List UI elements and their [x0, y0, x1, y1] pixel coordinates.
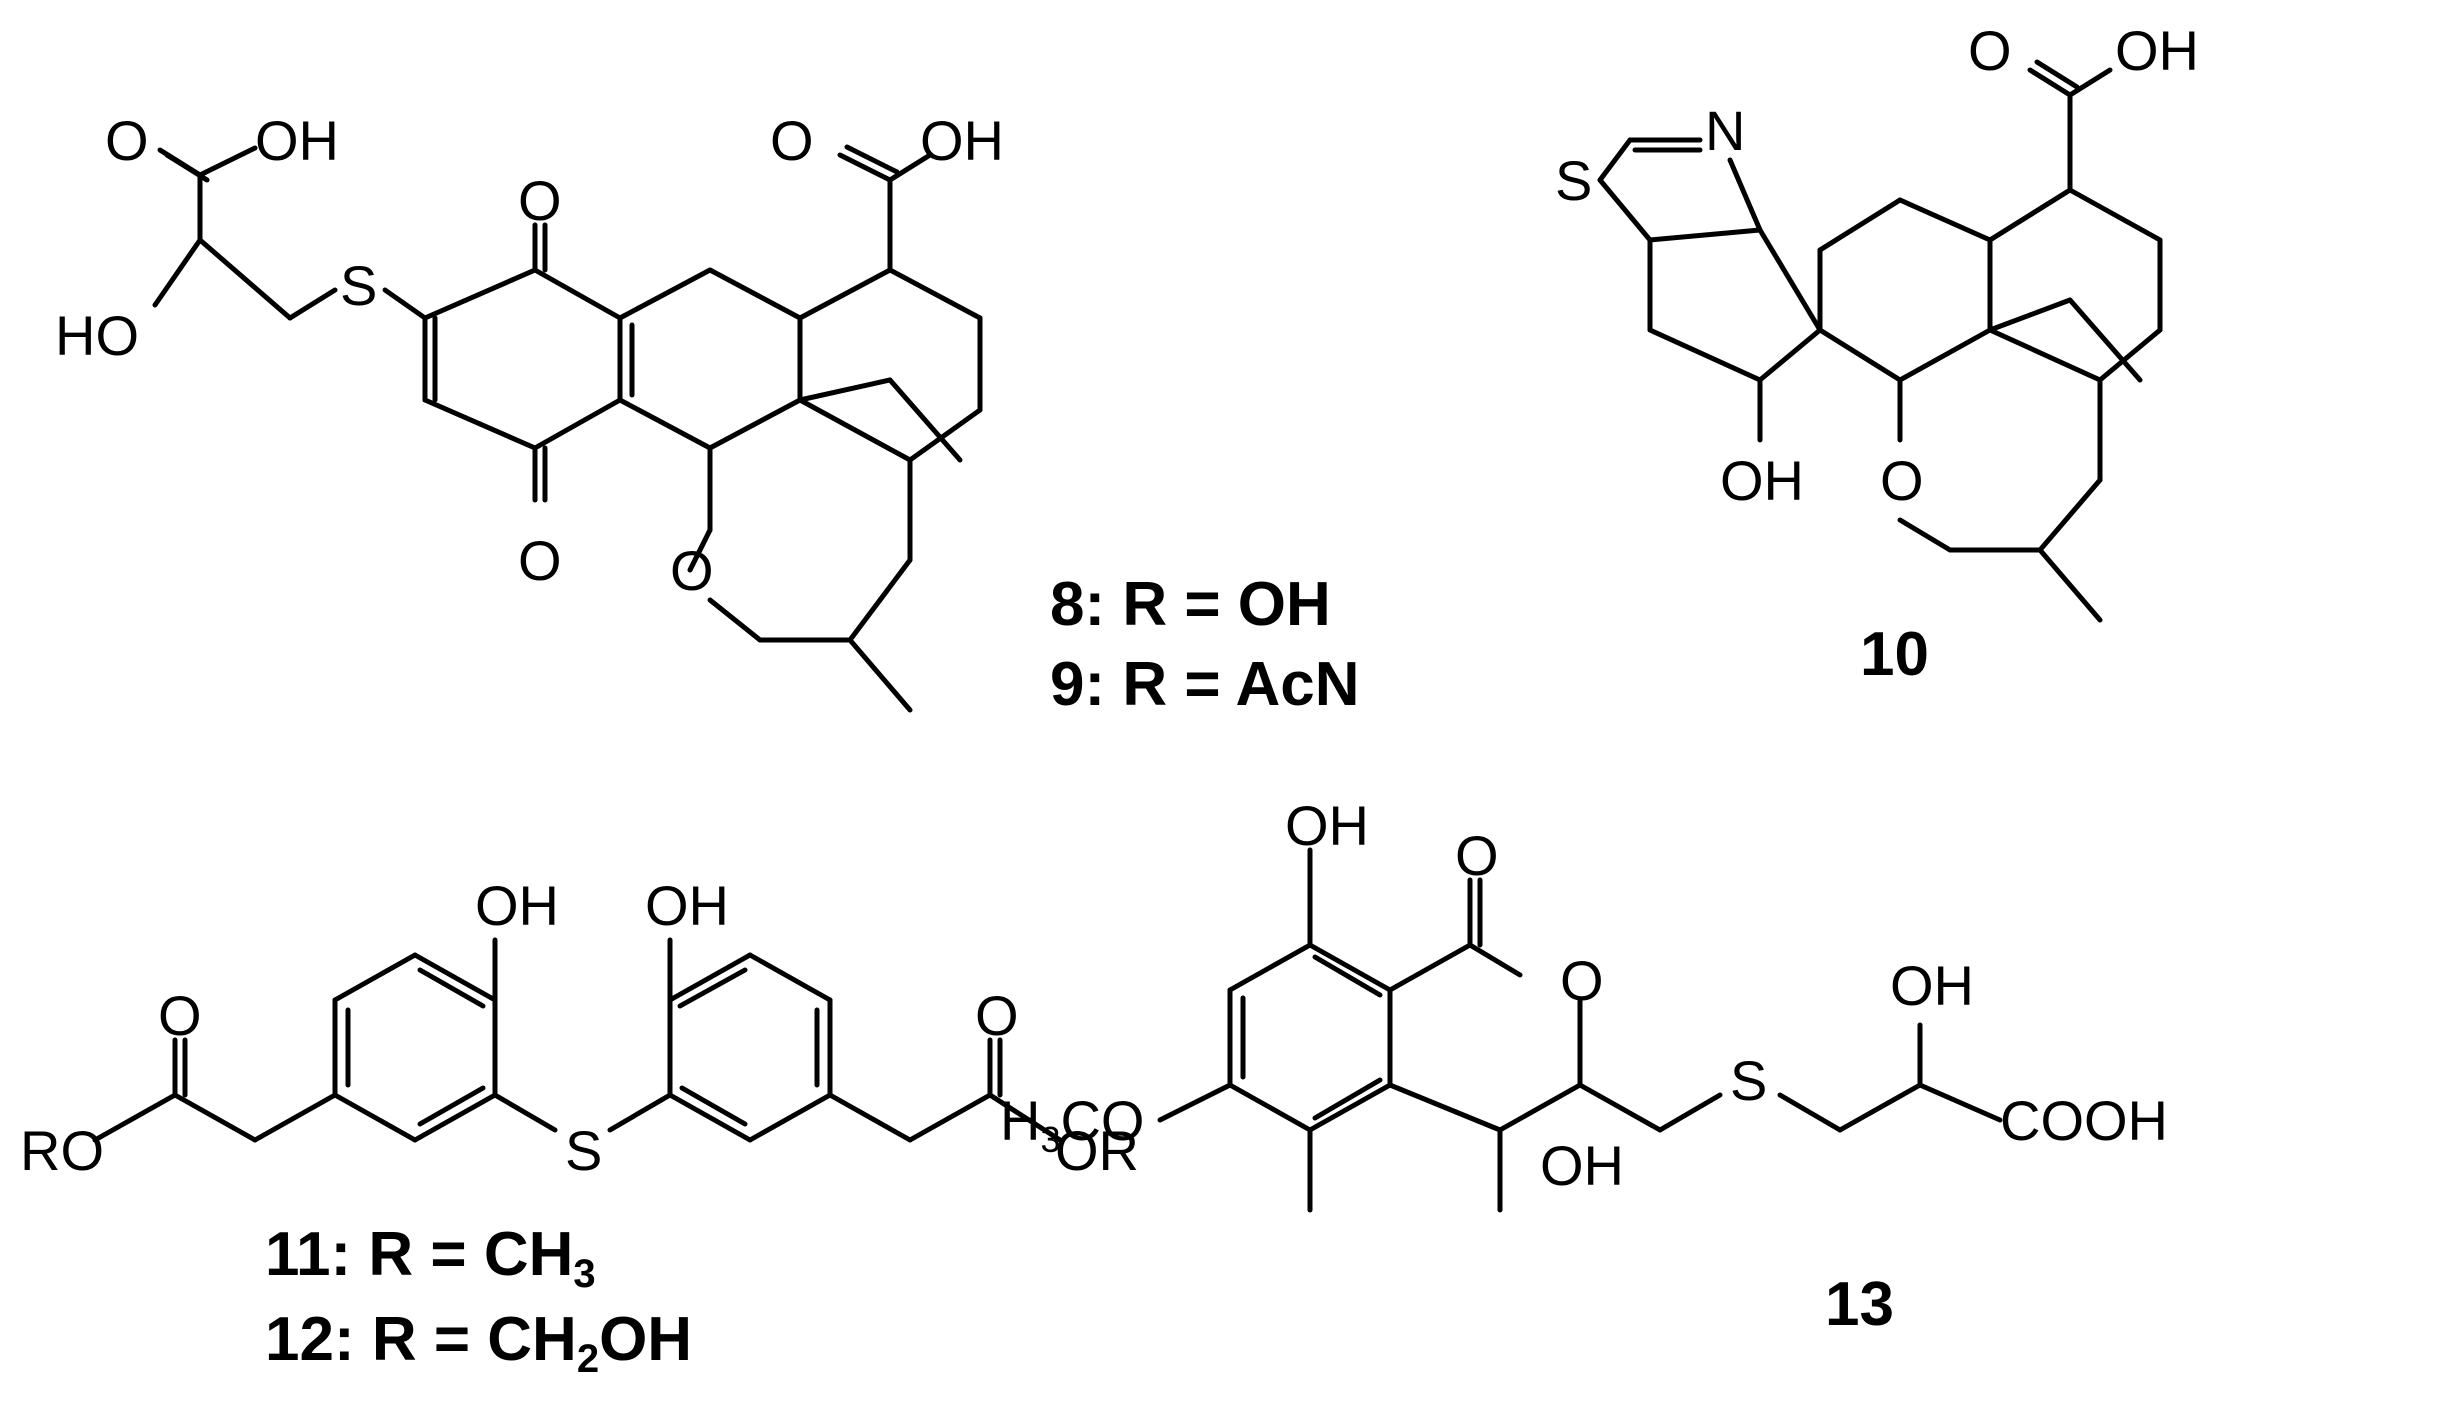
compound-10-label: 10 [1860, 620, 1929, 689]
c11-s: S [565, 1119, 602, 1182]
c13-h3co-prefix: H [1000, 1089, 1040, 1152]
c13-h3co-suffix: CO [1060, 1089, 1144, 1152]
c11-ro: RO [20, 1119, 104, 1182]
compound-9-label: 9: R = AcN [1050, 650, 1360, 719]
c10-oh-phenol: OH [1720, 449, 1804, 512]
compound-12-label-suffix: OH [599, 1305, 692, 1374]
compound-11-label-prefix: 11: R = CH [265, 1220, 573, 1289]
c8-o-quinone-top: O [518, 169, 562, 232]
compound-12-label-sub: 2 [577, 1337, 599, 1381]
c10-s: S [1555, 149, 1592, 212]
c13-h3co-sub: 3 [1040, 1119, 1060, 1160]
c13-oh-top: OH [1285, 794, 1369, 857]
c8-s: S [340, 254, 377, 317]
c8-o-acid-left: O [105, 109, 149, 172]
c13-h3co: H3CO [1000, 1089, 1144, 1160]
compound-11-label-sub: 3 [573, 1252, 595, 1296]
c13-o-carbonyl: O [1455, 824, 1499, 887]
compound-13-structure [1157, 847, 2003, 1213]
compound-10-structure [1597, 59, 2163, 623]
c11-or: OR [1055, 1119, 1139, 1182]
c8-o-quinone-bottom: O [518, 529, 562, 592]
c13-cooh: COOH [2000, 1089, 2168, 1152]
compound-11-12-structure [92, 937, 1063, 1143]
compound-11-label: 11: R = CH3 [265, 1220, 596, 1296]
compound-8-label: 8: R = OH [1050, 570, 1331, 639]
c11-oh-right: OH [645, 874, 729, 937]
c8-ho: HO [55, 304, 139, 367]
c10-o-acid: O [1968, 19, 2012, 82]
c10-n: N [1705, 99, 1745, 162]
c8-oh-acid-left: OH [255, 109, 339, 172]
compound-8-9-structure [152, 144, 983, 713]
c13-oh-hemi: OH [1540, 1134, 1624, 1197]
c10-oh-acid: OH [2115, 19, 2199, 82]
c13-s: S [1730, 1049, 1767, 1112]
c10-o-ring: O [1880, 449, 1924, 512]
c11-o-right: O [975, 984, 1019, 1047]
c8-o-acid-top: O [770, 109, 814, 172]
c13-oh-side: OH [1890, 954, 1974, 1017]
compound-12-label-prefix: 12: R = CH [265, 1305, 577, 1374]
compound-12-label: 12: R = CH2OH [265, 1305, 692, 1381]
c11-o-left: O [158, 984, 202, 1047]
c8-oh-acid-top: OH [920, 109, 1004, 172]
c13-o-ring: O [1560, 949, 1604, 1012]
c8-o-ring: O [670, 539, 714, 602]
compound-13-label: 13 [1825, 1270, 1894, 1339]
c11-oh-left: OH [475, 874, 559, 937]
